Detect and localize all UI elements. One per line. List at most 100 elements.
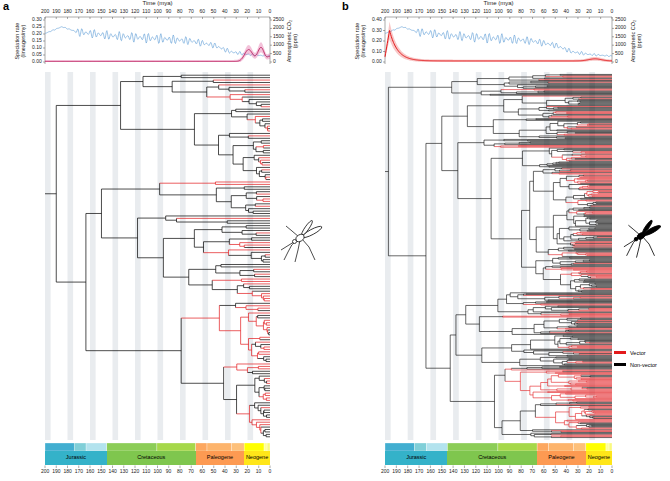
tick-mark [612,466,613,469]
tick-label: 150 [438,469,446,475]
tick-label: 10 [256,9,262,15]
tick-label: 190 [52,469,60,475]
time-stripe [113,72,119,440]
tick-label: 10 [598,9,604,15]
period-name: Jurassic [406,455,426,461]
tick-mark [589,466,590,469]
tick-mark [600,466,601,469]
tick-label: 200 [381,9,389,15]
tick-mark [146,466,147,469]
tick-label: 80 [518,9,524,15]
mosquito-wing [641,219,653,234]
tick-label: 190 [52,9,60,15]
tick-label: 0 [611,469,614,475]
epoch-band [157,443,196,451]
tree-branches [385,74,612,437]
epoch-band [586,443,606,451]
tick-mark [532,466,533,469]
tick-mark [247,17,248,19]
tick-mark [577,466,578,469]
tick-mark [385,466,386,469]
tick-label: 200 [41,9,49,15]
tick-mark [225,466,226,469]
tick-mark [498,17,499,19]
tick-mark [135,466,136,469]
tick-mark [612,45,614,46]
tick-mark [101,466,102,469]
tick-label: 90 [166,469,172,475]
tick-mark [464,17,465,19]
epoch-band [548,443,573,451]
tick-mark [191,17,192,19]
tick-label: 190 [392,9,400,15]
tick-label: 170 [415,9,423,15]
tick-label: 40 [564,469,570,475]
tick-mark [258,17,259,19]
tick-label: 0 [269,9,272,15]
tick-label: 180 [64,469,72,475]
tick-mark [157,17,158,19]
period-band: Cretaceous [107,451,196,465]
tick-label: 170 [415,469,423,475]
epoch-band [537,443,548,451]
epoch-band [267,443,270,451]
tick-label: 1000 [615,42,626,48]
legend-swatch [614,363,626,366]
tick-label: 40 [222,469,228,475]
tick-mark [566,466,567,469]
time-stripe [476,72,482,440]
tick-mark [43,55,45,56]
tick-label: 130 [460,469,468,475]
tick-mark [532,17,533,19]
tick-mark [407,466,408,469]
mosquito-wing [300,219,314,236]
mosquito-head [634,237,638,241]
tick-label: 40 [222,9,228,15]
tree-branches [160,80,270,433]
rate-interval [45,42,270,62]
tick-mark [168,17,169,19]
tree-branches [494,76,612,437]
period-name: Cretaceous [137,455,165,461]
tick-label: 120 [472,9,480,15]
tick-label: 30 [233,469,239,475]
tick-label: 0.00 [32,59,42,65]
tick-label: 100 [495,469,503,475]
tick-mark [407,17,408,19]
mosquito-leg [643,237,655,256]
tick-mark [453,466,454,469]
mosquito-head [293,240,297,244]
epoch-band [232,443,244,451]
tick-mark [270,20,272,21]
tick-label: 150 [438,9,446,15]
mosquito-leg [286,226,299,237]
tick-label: 60 [541,9,547,15]
tick-mark [270,62,272,63]
tick-mark [589,17,590,19]
time-stripe [521,72,527,440]
tick-label: 0.05 [32,52,42,58]
tick-label: 90 [166,9,172,15]
tick-label: 1000 [273,42,284,48]
tick-label: 500 [273,51,281,57]
tick-label: 2000 [273,25,284,31]
epoch-band [426,443,447,451]
tick-label: 100 [154,9,162,15]
tick-label: 180 [404,469,412,475]
period-name: Jurassic [66,455,86,461]
tick-mark [90,466,91,469]
tick-label: 500 [615,51,623,57]
tick-label: 0 [615,59,618,65]
tick-label: 50 [211,469,217,475]
tick-mark [180,466,181,469]
tick-mark [78,17,79,19]
legend-item: Non-vector [614,360,657,369]
tick-mark [56,466,57,469]
tick-mark [202,17,203,19]
tick-mark [612,62,614,63]
tick-mark [464,466,465,469]
tick-label: 50 [552,469,558,475]
mosquito-silhouette [624,219,662,257]
tick-label: 50 [552,9,558,15]
